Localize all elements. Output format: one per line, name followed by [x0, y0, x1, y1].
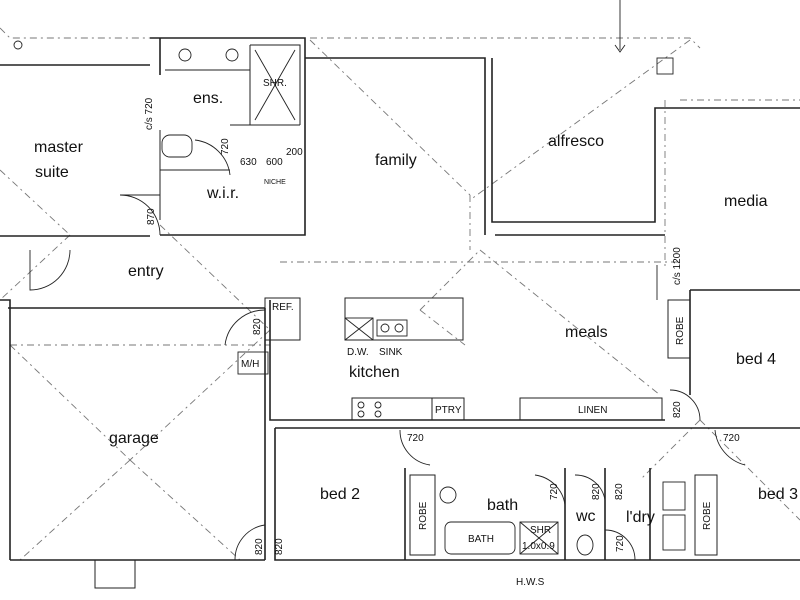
label-sink: SINK	[379, 347, 403, 358]
room-laundry: l'dry	[626, 509, 655, 526]
dim-bed4-door: 820	[672, 401, 683, 418]
fixture-labels: SHR. NICHE REF. D.W. SINK M/H PTRY LINEN…	[237, 78, 713, 588]
dim-ens-wc: 720	[220, 138, 231, 155]
room-bed3: bed 3	[758, 486, 798, 503]
door-swings	[29, 139, 746, 561]
room-master-line2: suite	[35, 164, 69, 181]
room-bed4: bed 4	[736, 351, 776, 368]
dimension-labels: c/s 720 720 630 600 200 870 820 c/s 1200…	[144, 97, 740, 555]
dim-bed3-720: 720	[615, 535, 626, 552]
dim-meals-cs: c/s 1200	[672, 247, 683, 285]
label-robe-bed2: ROBE	[418, 501, 429, 530]
room-master-line1: master	[34, 139, 84, 156]
label-bath-tub: BATH	[468, 534, 494, 545]
room-labels: master suite ens. family alfresco media …	[34, 90, 798, 526]
dim-entry-door: 820	[252, 318, 263, 335]
room-ensuite: ens.	[193, 90, 223, 107]
label-pantry: PTRY	[435, 405, 462, 416]
walls	[0, 37, 800, 589]
room-family: family	[375, 152, 417, 169]
label-shower-bath-1: SHR	[530, 525, 551, 536]
room-meals: meals	[565, 324, 608, 341]
label-hot-water: H.W.S	[516, 577, 545, 588]
dim-bath-door: 720	[549, 483, 560, 500]
fixtures	[161, 48, 686, 556]
label-microwave: M/H	[241, 359, 259, 370]
dim-ldry-door: 820	[614, 483, 625, 500]
label-dishwasher: D.W.	[347, 347, 369, 358]
label-shower-ensuite: SHR.	[263, 78, 287, 89]
dim-master-door: 870	[146, 208, 157, 225]
dim-ens-cs: c/s 720	[144, 97, 155, 130]
label-shower-bath-2: 1.0x0.9	[522, 541, 555, 552]
room-entry: entry	[128, 263, 164, 280]
dim-bed4-720: 720	[723, 433, 740, 444]
room-wc: wc	[575, 508, 596, 525]
room-wir: w.i.r.	[206, 185, 239, 202]
label-niche: NICHE	[264, 179, 286, 186]
label-robe-bed4: ROBE	[675, 316, 686, 345]
dim-wc-door: 820	[591, 483, 602, 500]
room-bed2: bed 2	[320, 486, 360, 503]
roof-lines	[0, 27, 800, 561]
markers	[13, 0, 674, 300]
room-kitchen: kitchen	[349, 364, 400, 381]
label-fridge: REF.	[272, 302, 294, 313]
label-linen: LINEN	[578, 405, 607, 416]
dim-wir-630: 630	[240, 157, 257, 168]
room-media: media	[724, 193, 768, 210]
dim-wir-200: 200	[286, 147, 303, 158]
dim-garage-door: 820	[254, 538, 265, 555]
room-alfresco: alfresco	[548, 133, 604, 150]
room-bath: bath	[487, 497, 518, 514]
dim-wir-600: 600	[266, 157, 283, 168]
dim-bed2-door: 820	[274, 538, 285, 555]
label-robe-bed3: ROBE	[702, 501, 713, 530]
room-garage: garage	[109, 430, 159, 447]
dim-bed2-720: 720	[407, 433, 424, 444]
